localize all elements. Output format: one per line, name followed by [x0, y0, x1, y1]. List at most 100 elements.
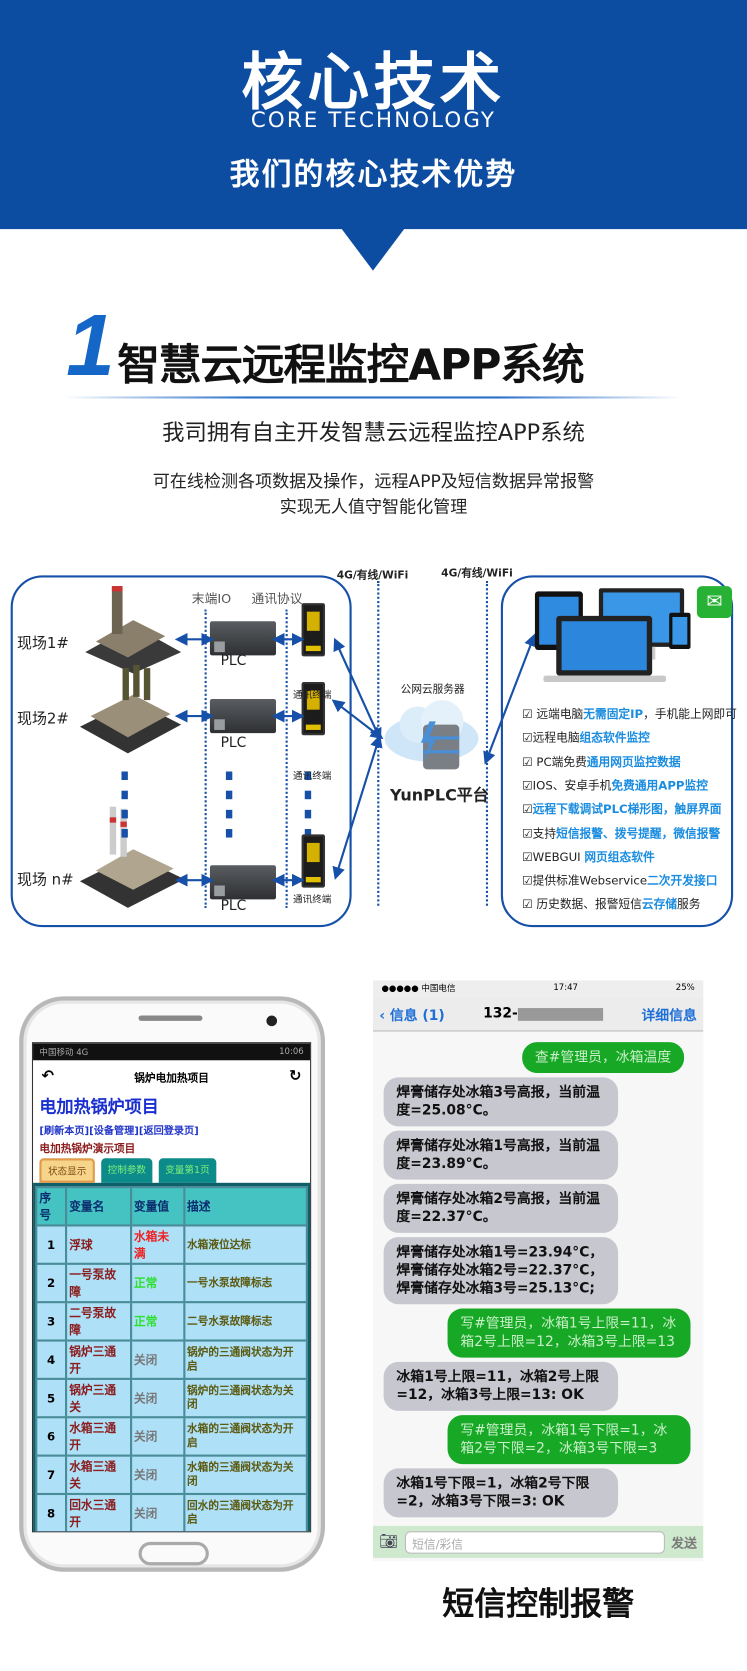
more-sites-dots [121, 771, 128, 848]
factory-illustrations [79, 586, 185, 908]
received-message: 焊膏储存处冰箱1号高报，当前温度=23.89°C。 [383, 1130, 619, 1180]
message-input[interactable]: 短信/彩信 [404, 1530, 665, 1554]
home-button[interactable] [138, 1541, 209, 1566]
plc-device [209, 699, 276, 734]
feature-item: ☑支持短信报警、拨号提醒，微信报警 [522, 824, 720, 841]
platform-label: YunPLC平台 [390, 785, 489, 805]
header-banner [0, 0, 747, 230]
plc-label: PLC [220, 735, 247, 752]
feature-item: ☑ 远端电脑无需固定IP，手机能上网即可 [522, 705, 737, 722]
devices-illustration [534, 588, 691, 682]
table-cell: 水箱的三通阀状态为开启 [182, 1416, 308, 1457]
back-icon[interactable]: ↶ [41, 1067, 55, 1085]
feature-text: 无需固定IP [583, 707, 644, 722]
feature-item: ☑ PC端免费通用网页监控数据 [522, 753, 680, 770]
feature-text: ☑WEBGUI [522, 850, 585, 864]
connection-arrows [174, 632, 537, 887]
col-header: 描述 [182, 1186, 308, 1227]
table-cell: 4 [35, 1339, 68, 1380]
section-title: 智慧云远程监控APP系统 [117, 340, 584, 391]
comm-terminal [301, 681, 326, 736]
terminal-cloud-arrow [333, 637, 382, 742]
table-cell: 3 [35, 1301, 68, 1342]
plc-label: PLC [220, 898, 247, 915]
table-cell: 1 [35, 1224, 68, 1265]
feature-item: ☑WEBGUI 网页组态软件 [522, 848, 655, 865]
sent-message: 写#管理员，冰箱1号下限=1，冰箱2号下限=2，冰箱3号下限=3 [447, 1415, 691, 1465]
protocol-divider [285, 609, 288, 908]
header-pointer [340, 228, 405, 271]
received-message: 冰箱1号上限=11，冰箱2号上限=12，冰箱3号上限=13: OK [383, 1361, 619, 1411]
comm-terminal [301, 603, 326, 657]
received-message: 焊膏储存处冰箱2号高报，当前温度=22.37°C。 [383, 1183, 619, 1233]
send-button[interactable]: 发送 [671, 1534, 697, 1550]
back-button[interactable]: ‹ 信息 (1) [379, 1008, 445, 1025]
table-cell: 正常 [129, 1262, 185, 1304]
protocol-label: 通讯协议 [251, 591, 303, 607]
phone-speaker [138, 1015, 203, 1021]
nav-links[interactable]: [刷新本页][设备管理][返回登录页] [39, 1125, 199, 1137]
table-cell: 水箱未满 [129, 1224, 185, 1265]
table-cell: 关闭 [129, 1454, 185, 1496]
project-heading: 电加热锅炉项目 [39, 1096, 159, 1117]
feature-text: ☑远程电脑 [522, 731, 580, 746]
sent-message: 查#管理员，冰箱温度 [522, 1042, 685, 1074]
col-header: 变量名 [64, 1186, 132, 1227]
table-cell: 回水的三通阀状态为开启 [182, 1492, 308, 1532]
header-title: 核心技术 [241, 45, 506, 119]
section-desc-2: 实现无人值守智能化管理 [279, 496, 468, 517]
feature-text: ☑ PC端免费 [522, 755, 587, 769]
project-name: 电加热锅炉演示项目 [39, 1143, 136, 1156]
table-cell: 关闭 [129, 1339, 185, 1380]
factory-icon [85, 586, 182, 674]
network-label-1: 4G/有线/WiFi [336, 570, 409, 582]
feature-text: ☑提供标准Webservice [522, 873, 648, 888]
col-header: 序号 [35, 1186, 68, 1227]
refresh-icon[interactable]: ↻ [289, 1067, 302, 1085]
app-title-bar: ↶ 锅炉电加热项目 ↻ [33, 1060, 310, 1092]
table-cell: 二号泵故障 [64, 1301, 132, 1342]
contact: 132- [483, 1006, 604, 1022]
feature-text: 短信报警、拨号提醒，微信报警 [556, 826, 721, 841]
feature-text: 网页组态软件 [584, 850, 655, 864]
received-message: 冰箱1号下限=1，冰箱2号下限=2，冰箱3号下限=3: OK [383, 1468, 619, 1518]
sms-nav-bar: ‹ 信息 (1) 132- 详细信息 [372, 997, 704, 1032]
table-cell: 关闭 [129, 1377, 185, 1419]
header-tagline: 我们的核心技术优势 [229, 156, 518, 192]
tab-status[interactable]: 状态显示 [39, 1158, 95, 1183]
table-cell: 一号泵故障 [64, 1262, 132, 1304]
received-message: 焊膏储存处冰箱3号高报，当前温度=25.08°C。 [383, 1077, 619, 1127]
io-divider [204, 609, 207, 908]
table-cell: 关闭 [129, 1416, 185, 1457]
wechat-icon: ✉ [696, 586, 733, 619]
section-subtitle: 我司拥有自主开发智慧云远程监控APP系统 [162, 419, 585, 446]
camera-icon[interactable]: 📷︎ [379, 1533, 399, 1551]
feature-text: 二次开发接口 [647, 873, 718, 888]
tab-control[interactable]: 控制参数 [101, 1158, 153, 1183]
terminal-label: 通讯终端 [293, 690, 332, 702]
plc-device [209, 621, 276, 656]
terminal-label: 通讯终端 [293, 895, 332, 906]
received-message: 焊膏储存处冰箱1号=23.94°C，焊膏储存处冰箱2号=22.37°C，焊膏储存… [383, 1237, 619, 1305]
table-cell: 锅炉的三通阀状态为关闭 [182, 1377, 308, 1419]
more-plc-dots [225, 771, 233, 848]
header-subtitle-en: CORE TECHNOLOGY [250, 106, 497, 133]
sms-caption: 短信控制报警 [442, 1585, 635, 1623]
tab-vars[interactable]: 变量第1页 [158, 1158, 217, 1183]
details-button[interactable]: 详细信息 [641, 1008, 697, 1025]
carrier: 中国移动 4G [39, 1047, 89, 1058]
server-label: 公网云服务器 [400, 684, 465, 696]
more-terminals-dots [304, 771, 312, 848]
plc-label: PLC [220, 653, 247, 670]
comm-terminal [301, 834, 326, 888]
battery: 25% [675, 982, 695, 993]
feature-text: 服务 [677, 897, 701, 912]
feature-item: ☑远程下载调试PLC梯形图，触屏界面 [522, 800, 721, 817]
phone-camera [266, 1015, 278, 1027]
feature-item: ☑ 历史数据、报警短信云存储服务 [522, 896, 700, 913]
feature-text: 远程下载调试PLC梯形图，触屏界面 [532, 802, 722, 817]
